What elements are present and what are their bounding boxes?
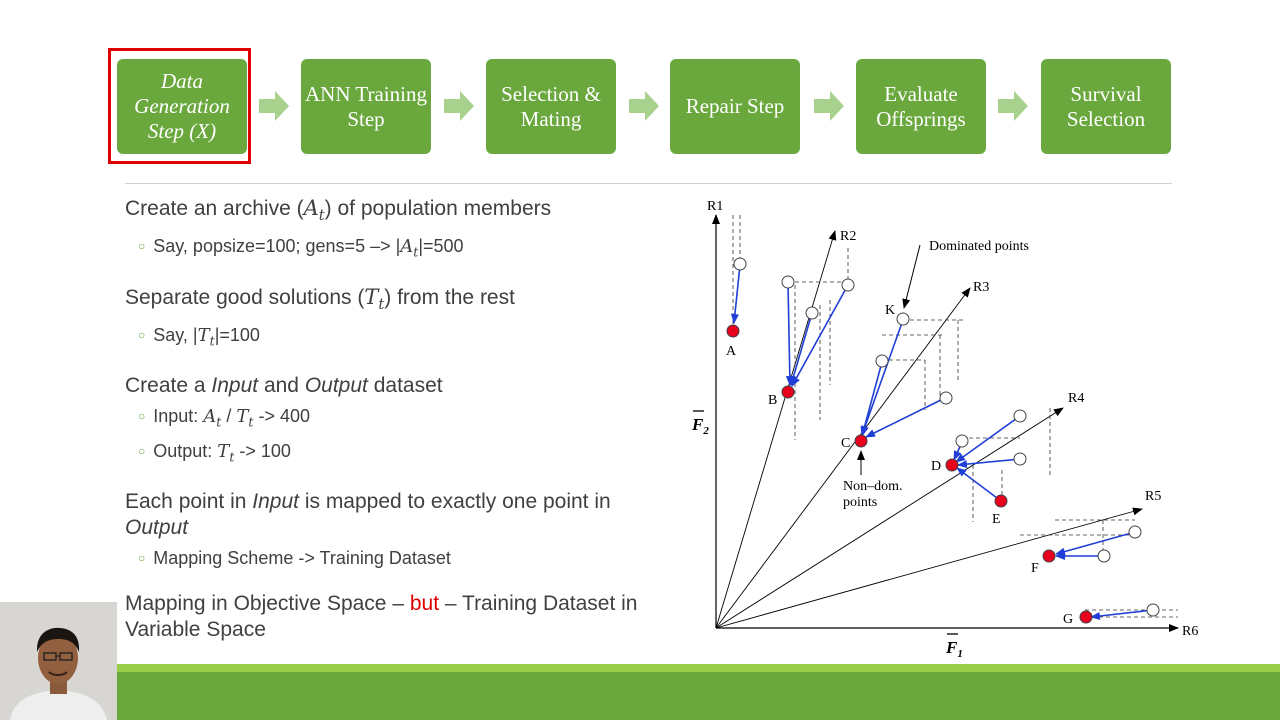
arrow-right-icon bbox=[998, 91, 1028, 121]
bullet-dot-icon: ○ bbox=[138, 408, 146, 423]
step-data-generation: Data Generation Step (X) bbox=[117, 59, 247, 154]
y-axis-label: F2 bbox=[691, 415, 709, 437]
sub-bullet: ○Say, |Tt|=100 bbox=[138, 324, 260, 349]
ref-label-r6: R6 bbox=[1182, 624, 1198, 639]
point-label-c: C bbox=[841, 436, 850, 451]
bullet-separate: Separate good solutions (Tt) from the re… bbox=[125, 284, 665, 354]
point-label-g: G bbox=[1063, 612, 1073, 627]
ref-label-r4: R4 bbox=[1068, 391, 1084, 406]
active-step-highlight bbox=[108, 48, 251, 164]
divider bbox=[125, 183, 1172, 184]
sub-bullet: ○Output: Tt -> 100 bbox=[138, 441, 291, 465]
sub-bullet: ○Input: At / Tt -> 400 bbox=[138, 405, 310, 430]
bullet-dot-icon: ○ bbox=[138, 550, 146, 565]
step-survival-selection: Survival Selection bbox=[1041, 59, 1171, 154]
bullet-dot-icon: ○ bbox=[138, 327, 146, 342]
step-evaluate-offsprings: Evaluate Offsprings bbox=[856, 59, 986, 154]
step-selection-mating: Selection & Mating bbox=[486, 59, 616, 154]
bullet-list: Create an archive (At) of population mem… bbox=[125, 195, 665, 662]
x-axis-label: F1 bbox=[945, 638, 963, 660]
bullet-dot-icon: ○ bbox=[138, 239, 146, 254]
point-label-f: F bbox=[1031, 561, 1039, 576]
bullet-archive: Create an archive (At) of population mem… bbox=[125, 195, 665, 265]
nondom-annotation-line2: points bbox=[843, 495, 877, 510]
ref-label-r5: R5 bbox=[1145, 489, 1161, 504]
sub-bullet: ○Mapping Scheme -> Training Dataset bbox=[138, 547, 451, 568]
step-ann-training: ANN Training Step bbox=[301, 59, 431, 154]
point-label-e: E bbox=[992, 512, 1001, 527]
ref-label-r2: R2 bbox=[840, 229, 856, 244]
arrow-right-icon bbox=[629, 91, 659, 121]
point-label-k: K bbox=[885, 303, 895, 318]
nondom-annotation-line1: Non–dom. bbox=[843, 479, 903, 494]
bullet-objective-space: Mapping in Objective Space – but – Train… bbox=[125, 591, 638, 641]
ref-label-r3: R3 bbox=[973, 280, 989, 295]
perpendicular-dashes bbox=[732, 215, 1178, 618]
sub-bullet: ○Say, popsize=100; gens=5 –> |At|=500 bbox=[138, 236, 464, 260]
point-label-b: B bbox=[768, 393, 777, 408]
point-label-a: A bbox=[726, 344, 737, 359]
bullet-dataset: Create a Input and Output dataset ○Input… bbox=[125, 373, 665, 470]
arrow-right-icon bbox=[259, 91, 289, 121]
arrow-right-icon bbox=[444, 91, 474, 121]
bullet-dot-icon: ○ bbox=[138, 444, 146, 459]
step-repair: Repair Step bbox=[670, 59, 800, 154]
arrow-right-icon bbox=[814, 91, 844, 121]
dominated-points bbox=[733, 257, 1160, 617]
mapping-arrows bbox=[730, 264, 1154, 620]
footer-bar bbox=[117, 664, 1280, 720]
non-dominated-points bbox=[726, 324, 1093, 624]
bullet-mapping: Each point in Input is mapped to exactly… bbox=[125, 489, 665, 572]
reference-lines bbox=[715, 230, 1143, 629]
ref-label-r1: R1 bbox=[707, 199, 723, 214]
reference-direction-diagram: R1 R2 R3 R4 R5 R6 A B C D E F G K Domina… bbox=[691, 199, 1198, 660]
presenter-webcam bbox=[0, 602, 117, 720]
point-label-d: D bbox=[931, 459, 941, 474]
dominated-points-annotation: Dominated points bbox=[929, 239, 1029, 254]
